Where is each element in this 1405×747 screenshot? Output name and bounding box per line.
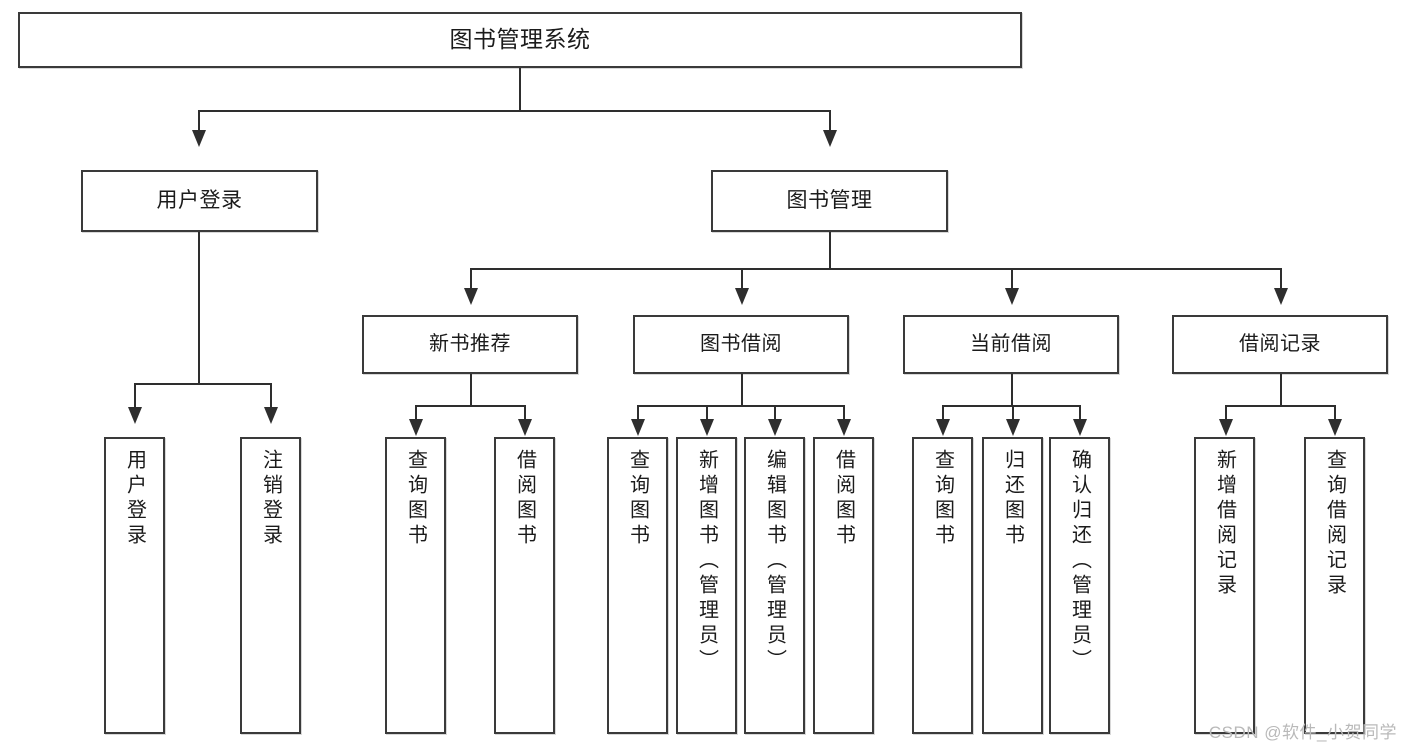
connector-level3-drop-2: [741, 268, 743, 290]
node-label: 当前借阅: [970, 332, 1052, 355]
connector-borrow-record-stem: [1280, 374, 1282, 406]
connector-book-borrow-drop-4: [843, 405, 845, 425]
connector-borrow-record-drop-2: [1334, 405, 1336, 425]
arrow-to-leaf-borrow-record-2: [1328, 419, 1342, 436]
arrow-to-leaf-new-book-1: [409, 419, 423, 436]
node-label: 新书推荐: [429, 332, 511, 355]
connector-new-book-drop-1: [415, 405, 417, 425]
node-current-borrow[interactable]: 当前借阅: [903, 315, 1119, 374]
arrow-to-leaf-book-borrow-2: [700, 419, 714, 436]
arrow-to-leaf-new-book-2: [518, 419, 532, 436]
arrow-to-leaf-current-borrow-1: [936, 419, 950, 436]
node-user-login[interactable]: 用户登录: [81, 170, 318, 232]
node-label: 查询图书: [626, 449, 649, 549]
connector-user-login-stem: [198, 232, 200, 384]
node-label: 借阅记录: [1239, 332, 1321, 355]
connector-borrow-record-drop-1: [1225, 405, 1227, 425]
arrow-to-book-borrow: [735, 288, 749, 305]
leaf-borrow-record-query[interactable]: 查询借阅记录: [1304, 437, 1365, 734]
arrow-to-leaf-user-login-2: [264, 407, 278, 424]
leaf-book-borrow-add[interactable]: 新增图书（管理员）: [676, 437, 737, 734]
node-borrow-record[interactable]: 借阅记录: [1172, 315, 1388, 374]
node-book-borrow[interactable]: 图书借阅: [633, 315, 849, 374]
node-book-manage[interactable]: 图书管理: [711, 170, 948, 232]
connector-book-borrow-stem: [741, 374, 743, 406]
connector-book-borrow-drop-1: [637, 405, 639, 425]
arrow-to-new-book: [464, 288, 478, 305]
leaf-current-borrow-return[interactable]: 归还图书: [982, 437, 1043, 734]
arrow-to-current-borrow: [1005, 288, 1019, 305]
node-label: 借阅图书: [832, 449, 855, 549]
node-label: 查询图书: [404, 449, 427, 549]
connector-root-stem: [519, 68, 521, 111]
connector-user-login-drop-1: [134, 383, 136, 409]
connector-book-manage-stem: [829, 232, 831, 269]
node-label: 新增借阅记录: [1213, 449, 1236, 599]
node-label: 编辑图书（管理员）: [763, 449, 786, 674]
node-root-system[interactable]: 图书管理系统: [18, 12, 1022, 68]
connector-borrow-record-bus: [1225, 405, 1336, 407]
arrow-to-leaf-borrow-record-1: [1219, 419, 1233, 436]
node-label: 归还图书: [1001, 449, 1024, 549]
arrow-to-borrow-record: [1274, 288, 1288, 305]
arrow-to-leaf-current-borrow-3: [1073, 419, 1087, 436]
connector-level3-drop-3: [1011, 268, 1013, 290]
node-new-book-recommend[interactable]: 新书推荐: [362, 315, 578, 374]
connector-current-borrow-drop-3: [1079, 405, 1081, 425]
node-label: 图书管理: [786, 188, 873, 212]
node-label: 查询图书: [931, 449, 954, 549]
node-label: 图书管理系统: [449, 26, 591, 53]
leaf-book-borrow-query[interactable]: 查询图书: [607, 437, 668, 734]
connector-level3-bus: [470, 268, 1280, 270]
connector-level2-drop-1: [198, 110, 200, 132]
leaf-book-borrow-edit[interactable]: 编辑图书（管理员）: [744, 437, 805, 734]
leaf-user-login-login[interactable]: 用户登录: [104, 437, 165, 734]
node-label: 用户登录: [123, 449, 146, 549]
node-label: 查询借阅记录: [1323, 449, 1346, 599]
leaf-current-borrow-confirm-return[interactable]: 确认归还（管理员）: [1049, 437, 1110, 734]
watermark: CSDN @软件_小贺同学: [1208, 723, 1397, 742]
connector-current-borrow-drop-1: [942, 405, 944, 425]
connector-user-login-bus: [134, 383, 270, 385]
connector-current-borrow-bus: [942, 405, 1080, 407]
arrow-to-leaf-user-login-1: [128, 407, 142, 424]
leaf-book-borrow-borrow[interactable]: 借阅图书: [813, 437, 874, 734]
connector-book-borrow-drop-2: [706, 405, 708, 425]
node-label: 注销登录: [259, 449, 282, 549]
leaf-new-book-borrow[interactable]: 借阅图书: [494, 437, 555, 734]
arrow-to-leaf-book-borrow-3: [768, 419, 782, 436]
connector-level3-drop-1: [470, 268, 472, 290]
leaf-user-login-logout[interactable]: 注销登录: [240, 437, 301, 734]
connector-new-book-drop-2: [524, 405, 526, 425]
node-label: 用户登录: [156, 188, 243, 212]
node-label: 确认归还（管理员）: [1068, 449, 1091, 674]
node-label: 图书借阅: [700, 332, 782, 355]
connector-book-borrow-bus: [637, 405, 845, 407]
arrow-to-leaf-book-borrow-1: [631, 419, 645, 436]
connector-current-borrow-stem: [1011, 374, 1013, 406]
node-label: 新增图书（管理员）: [695, 449, 718, 674]
arrow-to-leaf-current-borrow-2: [1006, 419, 1020, 436]
leaf-borrow-record-add[interactable]: 新增借阅记录: [1194, 437, 1255, 734]
connector-level2-drop-2: [829, 110, 831, 132]
arrow-to-user-login: [192, 130, 206, 147]
connector-level3-drop-4: [1280, 268, 1282, 290]
arrow-to-book-manage: [823, 130, 837, 147]
leaf-new-book-query[interactable]: 查询图书: [385, 437, 446, 734]
connector-user-login-drop-2: [270, 383, 272, 409]
node-label: 借阅图书: [513, 449, 536, 549]
connector-book-borrow-drop-3: [774, 405, 776, 425]
arrow-to-leaf-book-borrow-4: [837, 419, 851, 436]
connector-new-book-bus: [415, 405, 526, 407]
leaf-current-borrow-query[interactable]: 查询图书: [912, 437, 973, 734]
connector-current-borrow-drop-2: [1012, 405, 1014, 425]
connector-level2-bus: [198, 110, 831, 112]
connector-new-book-stem: [470, 374, 472, 406]
